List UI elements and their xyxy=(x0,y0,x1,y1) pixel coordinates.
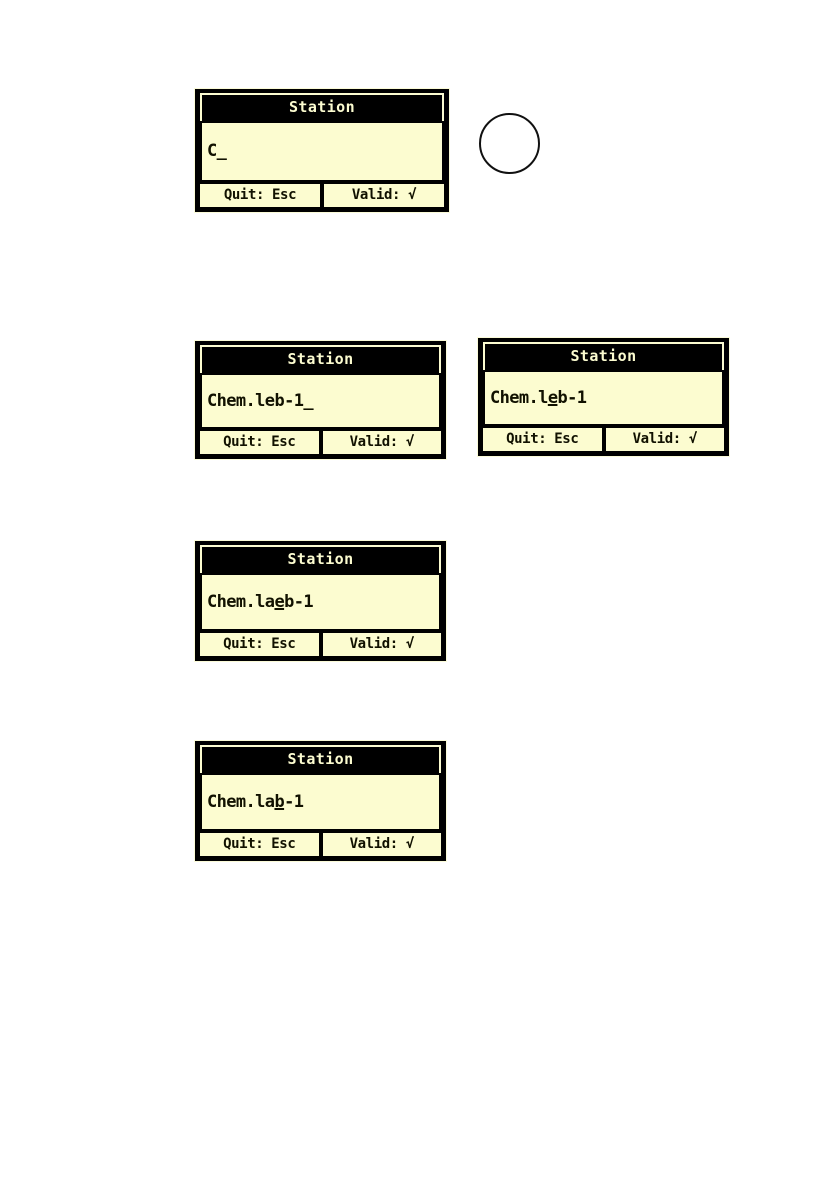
dialog-title: Station xyxy=(483,342,724,370)
station-name-value: Chem.lab-1 xyxy=(207,791,304,812)
station-name-value: Chem.laeb-1 xyxy=(207,591,314,612)
valid-button[interactable]: Valid: √ xyxy=(322,633,441,656)
quit-button[interactable]: Quit: Esc xyxy=(200,431,319,454)
station-name-input[interactable]: Chem.leb-1 xyxy=(483,370,724,426)
station-name-value: Chem.leb-1_ xyxy=(207,390,314,411)
station-name-input[interactable]: C_ xyxy=(200,121,444,182)
quit-button[interactable]: Quit: Esc xyxy=(483,428,602,451)
dialog-title: Station xyxy=(200,545,441,573)
station-name-input[interactable]: Chem.laeb-1 xyxy=(200,573,441,631)
text-cursor: _ xyxy=(216,141,227,161)
station-name-value: C_ xyxy=(207,141,227,161)
station-name-input[interactable]: Chem.leb-1_ xyxy=(200,373,441,429)
value-suffix: b-1 xyxy=(284,591,314,612)
value-suffix: -1 xyxy=(284,791,304,812)
quit-button[interactable]: Quit: Esc xyxy=(200,184,320,207)
valid-button[interactable]: Valid: √ xyxy=(605,428,724,451)
value-suffix: b-1 xyxy=(557,387,587,408)
text-cursor: e xyxy=(274,591,285,612)
dialog-title: Station xyxy=(200,745,441,773)
value-prefix: Chem.la xyxy=(207,591,275,612)
dialog-title: Station xyxy=(200,93,444,121)
dialog-title: Station xyxy=(200,345,441,373)
text-cursor: b xyxy=(274,791,285,812)
valid-button[interactable]: Valid: √ xyxy=(322,431,441,454)
valid-button[interactable]: Valid: √ xyxy=(322,833,441,856)
value-prefix: C xyxy=(207,141,217,161)
value-prefix: Chem.l xyxy=(490,387,548,408)
text-cursor: e xyxy=(547,387,558,408)
station-name-input[interactable]: Chem.lab-1 xyxy=(200,773,441,831)
value-prefix: Chem.la xyxy=(207,791,275,812)
quit-button[interactable]: Quit: Esc xyxy=(200,833,319,856)
text-cursor: _ xyxy=(303,390,313,411)
quit-button[interactable]: Quit: Esc xyxy=(200,633,319,656)
annotation-circle xyxy=(479,113,540,174)
station-name-value: Chem.leb-1 xyxy=(490,387,587,408)
value-prefix: Chem.leb-1 xyxy=(207,390,304,411)
valid-button[interactable]: Valid: √ xyxy=(324,184,444,207)
